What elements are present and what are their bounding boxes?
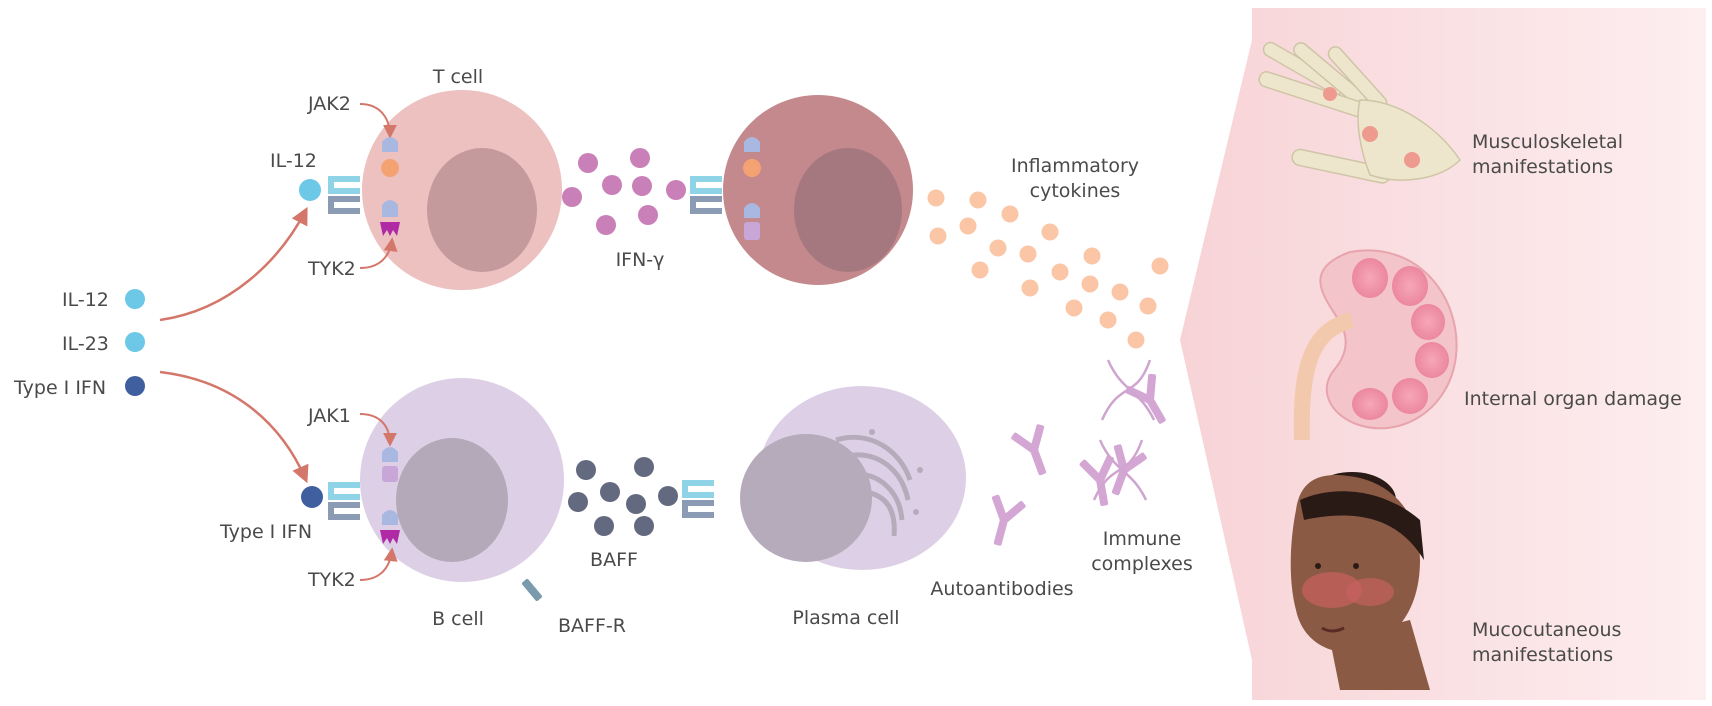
ifn-gamma-label: IFN-γ bbox=[616, 249, 665, 271]
jak2-arrow bbox=[359, 103, 397, 139]
face-rash-icon bbox=[1290, 472, 1430, 690]
autoantibodies-label: Autoantibodies bbox=[930, 578, 1073, 600]
jak1-kinase-icon bbox=[382, 447, 398, 482]
tyk2-arrow-b bbox=[359, 547, 398, 581]
cytokines-label-line1: Inflammatory bbox=[1011, 155, 1139, 177]
b-cell-label: B cell bbox=[432, 608, 484, 630]
t-cell bbox=[362, 90, 562, 290]
il12-dot bbox=[125, 289, 145, 309]
type1-ifn-dot bbox=[125, 376, 145, 396]
t-ligand-label: IL-12 bbox=[270, 150, 317, 172]
baff-r-receptor-icon bbox=[522, 579, 542, 601]
tyk2-kinase-icon-b bbox=[380, 510, 400, 544]
ifn-gamma-receptor bbox=[690, 176, 722, 214]
effector-kinase-icons bbox=[743, 137, 761, 240]
b-ligand-label: Type I IFN bbox=[219, 521, 312, 543]
immune-complexes-label-line2: complexes bbox=[1091, 553, 1193, 575]
baff-r-label: BAFF-R bbox=[558, 615, 626, 637]
effector-t-cell bbox=[723, 95, 913, 285]
b-receptor bbox=[328, 482, 360, 520]
baff-receptor-plasma bbox=[682, 480, 714, 518]
immune-complexes-label-line1: Immune bbox=[1103, 528, 1181, 550]
baff-cluster bbox=[568, 457, 678, 536]
tyk2-arrow-t bbox=[359, 237, 398, 269]
plasma-cell-label: Plasma cell bbox=[792, 607, 899, 629]
il23-dot bbox=[125, 332, 145, 352]
t-receptor bbox=[328, 176, 360, 214]
cytokines-label-line2: cytokines bbox=[1030, 180, 1121, 202]
b-cell bbox=[360, 378, 564, 582]
plasma-cell bbox=[740, 386, 966, 570]
baff-label: BAFF bbox=[590, 549, 638, 571]
arrow-to-b-cell bbox=[159, 370, 309, 484]
il12-ligand-dot bbox=[299, 179, 321, 201]
type1-ifn-ligand-dot bbox=[301, 486, 323, 508]
left-il23-label: IL-23 bbox=[62, 333, 109, 355]
tyk2-label-t: TYK2 bbox=[307, 258, 356, 280]
mucocutaneous-label-line1: Mucocutaneous bbox=[1472, 619, 1621, 641]
hand-skeleton-icon bbox=[1258, 41, 1461, 184]
jak1-label: JAK1 bbox=[307, 405, 351, 427]
left-il12-label: IL-12 bbox=[62, 289, 109, 311]
tyk2-kinase-icon bbox=[380, 200, 400, 236]
cytokine-cluster bbox=[927, 189, 1169, 349]
internal-organ-label: Internal organ damage bbox=[1464, 388, 1682, 410]
kidney-icon bbox=[1293, 249, 1458, 441]
arrow-to-t-cell bbox=[159, 206, 308, 322]
antibody-icons bbox=[979, 370, 1179, 550]
musculoskeletal-label-line2: manifestations bbox=[1472, 156, 1613, 178]
jak2-kinase-icon bbox=[381, 137, 399, 177]
tyk2-label-b: TYK2 bbox=[307, 569, 356, 591]
musculoskeletal-label-line1: Musculoskeletal bbox=[1472, 131, 1623, 153]
dna-helix-icon bbox=[1092, 359, 1156, 501]
jak2-label: JAK2 bbox=[307, 93, 351, 115]
jak1-arrow bbox=[359, 413, 397, 447]
t-cell-label: T cell bbox=[432, 66, 483, 88]
mucocutaneous-label-line2: manifestations bbox=[1472, 644, 1613, 666]
left-ifn-label: Type I IFN bbox=[13, 377, 106, 399]
ifn-gamma-cluster bbox=[562, 148, 686, 235]
